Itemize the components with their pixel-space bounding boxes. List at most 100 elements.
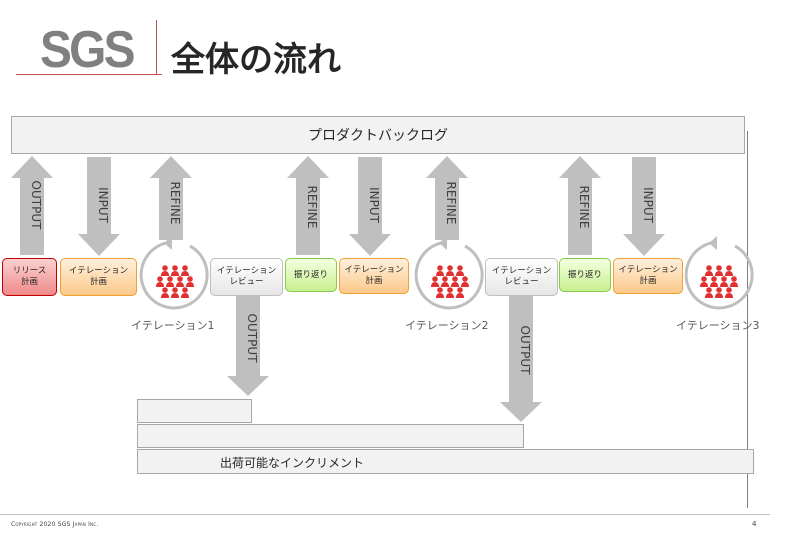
- person-body: [705, 271, 713, 276]
- arrow-label-input: INPUT: [641, 187, 655, 224]
- arrow-label-output: OUTPUT: [29, 181, 43, 231]
- person-body: [705, 293, 713, 298]
- person-body: [176, 282, 184, 287]
- person-body: [181, 271, 189, 276]
- arrow-label-output: OUTPUT: [518, 326, 532, 376]
- person-head: [442, 276, 448, 282]
- arrow-down-output-1: OUTPUT: [227, 294, 269, 396]
- person-head: [726, 265, 732, 271]
- person-head: [187, 276, 193, 282]
- release-plan-label: リリース 計画: [12, 266, 47, 287]
- iteration-review-label: イテレーション レビュー: [491, 266, 552, 287]
- person-head: [447, 265, 453, 271]
- person-head: [701, 276, 707, 282]
- person-body: [431, 282, 439, 287]
- arrow-label-refine: REFINE: [168, 182, 182, 225]
- person-body: [171, 293, 179, 298]
- person-body: [710, 282, 718, 287]
- person-head: [706, 287, 712, 293]
- person-head: [167, 276, 173, 282]
- person-head: [731, 276, 737, 282]
- product-backlog-label: プロダクトバックログ: [308, 128, 448, 144]
- person-body: [725, 271, 733, 276]
- page-title: 全体の流れ: [171, 40, 341, 80]
- person-head: [457, 287, 463, 293]
- person-head: [177, 276, 183, 282]
- person-body: [436, 271, 444, 276]
- person-body: [156, 282, 164, 287]
- increment-bar-2: [137, 424, 524, 448]
- sgs-logo: SGS: [40, 21, 136, 79]
- arrow-down-input-2: INPUT: [349, 157, 391, 256]
- person-head: [172, 287, 178, 293]
- person-body: [715, 271, 723, 276]
- iteration-plan-box-3: イテレーション 計画: [613, 258, 683, 294]
- person-head: [437, 265, 443, 271]
- person-head: [437, 287, 443, 293]
- release-plan-box: リリース 計画: [2, 258, 57, 296]
- person-body: [166, 282, 174, 287]
- person-head: [432, 276, 438, 282]
- arrow-label-refine: REFINE: [577, 186, 591, 229]
- person-head: [182, 287, 188, 293]
- person-body: [446, 271, 454, 276]
- arrow-up-refine-3: REFINE: [426, 156, 468, 240]
- person-body: [161, 293, 169, 298]
- arrow-up-output-1: OUTPUT: [11, 156, 53, 255]
- arrow-down-input-3: INPUT: [623, 157, 665, 256]
- retrospective-box-1: 振り返り: [285, 258, 337, 292]
- iteration-plan-box-1: イテレーション 計画: [60, 258, 137, 296]
- iteration-label-1: イテレーション1: [131, 319, 215, 332]
- person-body: [456, 271, 464, 276]
- page-number: 4: [752, 520, 757, 528]
- arrow-up-refine-4: REFINE: [559, 156, 601, 255]
- person-body: [161, 271, 169, 276]
- iteration-plan-label: イテレーション 計画: [68, 266, 129, 287]
- team-icon: [431, 265, 469, 298]
- arrow-label-refine: REFINE: [305, 186, 319, 229]
- arrow-up-refine-2: REFINE: [287, 156, 329, 255]
- iteration-review-label: イテレーション レビュー: [216, 266, 277, 287]
- person-head: [172, 265, 178, 271]
- person-body: [715, 293, 723, 298]
- iteration-cycle-1: [139, 236, 209, 310]
- person-body: [700, 282, 708, 287]
- logo-rule: [16, 74, 162, 75]
- retrospective-label: 振り返り: [293, 269, 328, 280]
- iteration-plan-box-2: イテレーション 計画: [339, 258, 409, 294]
- person-body: [461, 282, 469, 287]
- copyright-text: Copyright 2020 SGS Japan Inc.: [11, 521, 99, 528]
- person-head: [457, 265, 463, 271]
- person-body: [441, 282, 449, 287]
- person-head: [711, 276, 717, 282]
- arrow-label-input: INPUT: [96, 187, 110, 224]
- person-body: [456, 293, 464, 298]
- person-body: [451, 282, 459, 287]
- person-head: [726, 287, 732, 293]
- footer-rule: [0, 514, 770, 515]
- person-head: [716, 265, 722, 271]
- arrow-label-input: INPUT: [367, 187, 381, 224]
- increment-label: 出荷可能なインクリメント: [220, 456, 365, 470]
- logo-divider: [156, 20, 157, 74]
- arrow-label-refine: REFINE: [444, 182, 458, 225]
- arrow-down-output-2: OUTPUT: [500, 294, 542, 422]
- person-head: [157, 276, 163, 282]
- frame-right-line: [747, 131, 748, 508]
- team-icon: [156, 265, 194, 298]
- person-head: [462, 276, 468, 282]
- arrow-label-output: OUTPUT: [245, 314, 259, 364]
- person-head: [716, 287, 722, 293]
- iteration-review-box-2: イテレーション レビュー: [485, 258, 558, 296]
- arrow-down-input-1: INPUT: [78, 157, 120, 256]
- iteration-cycle-3: [684, 236, 754, 310]
- iteration-plan-label: イテレーション 計画: [618, 265, 678, 286]
- iteration-cycle-2: [414, 236, 484, 310]
- person-head: [721, 276, 727, 282]
- arrow-up-refine-1: REFINE: [150, 156, 192, 240]
- person-head: [452, 276, 458, 282]
- increment-bar-3: 出荷可能なインクリメント: [137, 449, 754, 474]
- person-head: [706, 265, 712, 271]
- iteration-label-2: イテレーション2: [405, 319, 489, 332]
